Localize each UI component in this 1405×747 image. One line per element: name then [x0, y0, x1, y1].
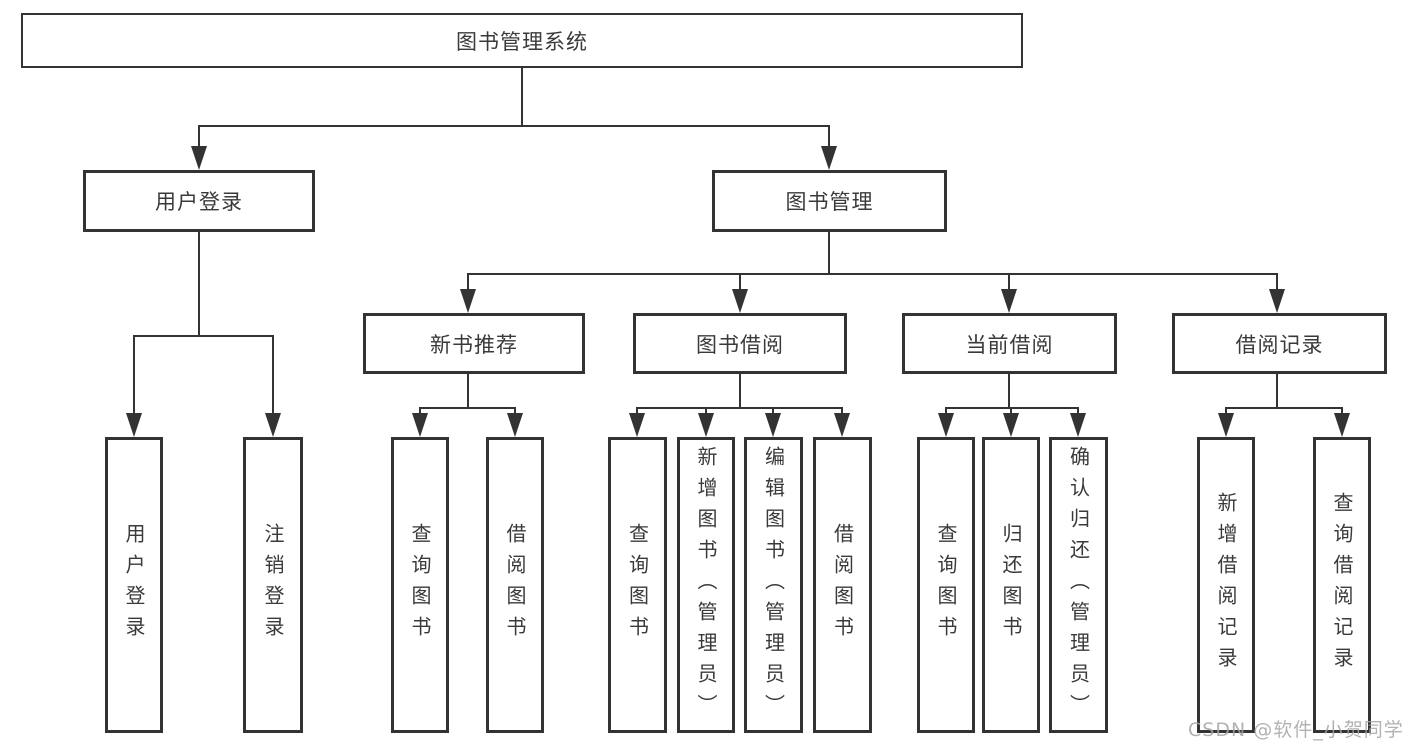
connector-line — [1010, 407, 1012, 415]
arrow-down-icon — [698, 413, 714, 437]
arrow-down-icon — [1003, 413, 1019, 437]
arrow-down-icon — [265, 413, 281, 437]
arrow-down-icon — [765, 413, 781, 437]
node-label: 查询图书 — [408, 523, 432, 647]
arrow-down-icon — [460, 289, 476, 313]
connector-line — [1225, 407, 1343, 409]
node-label: 编辑图书（管理员） — [761, 445, 786, 725]
connector-line — [1225, 407, 1227, 415]
connector-line — [705, 407, 707, 415]
csdn-watermark: CSDN @软件_小贺同学 — [1188, 719, 1404, 741]
node-label: 新书推荐 — [430, 332, 518, 357]
leaf-borrow-books: 借阅图书 — [813, 437, 872, 733]
node-label: 归还图书 — [999, 523, 1023, 647]
leaf-query-books-borrowing: 查询图书 — [608, 437, 667, 733]
node-label: 查询借阅记录 — [1330, 492, 1354, 678]
leaf-user-login: 用户登录 — [105, 437, 163, 733]
connector-line — [133, 335, 274, 337]
connector-line — [198, 232, 200, 335]
node-book-borrowing: 图书借阅 — [633, 313, 847, 374]
node-label: 新增图书（管理员） — [694, 445, 718, 725]
connector-line — [467, 273, 1278, 275]
leaf-logout: 注销登录 — [243, 437, 303, 733]
arrow-down-icon — [821, 146, 837, 170]
node-label: 借阅图书 — [830, 523, 855, 647]
node-label: 图书管理系统 — [456, 29, 588, 54]
connector-line — [133, 335, 135, 415]
node-library-management-system: 图书管理系统 — [21, 13, 1023, 68]
connector-line — [1008, 273, 1010, 291]
connector-line — [1276, 273, 1278, 291]
connector-line — [1077, 407, 1079, 415]
node-label: 图书管理 — [785, 190, 874, 214]
node-label: 新增借阅记录 — [1214, 492, 1238, 678]
node-label: 图书借阅 — [696, 332, 784, 357]
node-borrowing-records: 借阅记录 — [1172, 313, 1387, 374]
node-label: 借阅图书 — [503, 523, 527, 647]
node-label: 借阅记录 — [1235, 332, 1324, 357]
connector-line — [272, 335, 274, 415]
arrow-down-icon — [629, 413, 645, 437]
connector-line — [1008, 374, 1010, 407]
connector-line — [636, 407, 842, 409]
node-label: 查询图书 — [934, 523, 958, 647]
leaf-confirm-return-admin: 确认归还（管理员） — [1049, 437, 1108, 733]
connector-line — [739, 374, 741, 407]
connector-line — [514, 407, 516, 415]
node-user-login: 用户登录 — [83, 170, 315, 232]
connector-line — [945, 407, 947, 415]
node-label: 确认归还（管理员） — [1066, 445, 1091, 725]
connector-line — [419, 407, 516, 409]
leaf-query-books-recommend: 查询图书 — [391, 437, 449, 733]
leaf-add-borrow-record: 新增借阅记录 — [1197, 437, 1255, 733]
connector-line — [828, 232, 830, 273]
connector-line — [521, 68, 523, 126]
arrow-down-icon — [1218, 413, 1234, 437]
arrow-down-icon — [507, 413, 523, 437]
arrow-down-icon — [834, 413, 850, 437]
arrow-down-icon — [126, 413, 142, 437]
connector-line — [198, 125, 200, 148]
arrow-down-icon — [412, 413, 428, 437]
leaf-query-books-current: 查询图书 — [917, 437, 975, 733]
arrow-down-icon — [1334, 413, 1350, 437]
connector-line — [467, 374, 469, 407]
node-current-borrowing: 当前借阅 — [902, 313, 1117, 374]
connector-line — [739, 273, 741, 291]
connector-line — [1341, 407, 1343, 415]
connector-line — [636, 407, 638, 415]
connector-line — [841, 407, 843, 415]
node-book-management: 图书管理 — [712, 170, 947, 232]
leaf-query-borrow-record: 查询借阅记录 — [1313, 437, 1371, 733]
node-new-book-recommendation: 新书推荐 — [363, 313, 585, 374]
leaf-return-book: 归还图书 — [982, 437, 1040, 733]
connector-line — [1276, 374, 1278, 407]
arrow-down-icon — [1269, 289, 1285, 313]
node-label: 用户登录 — [122, 523, 146, 647]
connector-line — [828, 125, 830, 148]
node-label: 注销登录 — [261, 523, 285, 647]
arrow-down-icon — [1070, 413, 1086, 437]
connector-line — [467, 273, 469, 291]
node-label: 查询图书 — [625, 523, 650, 647]
node-label: 当前借阅 — [965, 332, 1054, 357]
arrow-down-icon — [191, 146, 207, 170]
connector-line — [198, 125, 830, 127]
arrow-down-icon — [938, 413, 954, 437]
arrow-down-icon — [732, 289, 748, 313]
leaf-add-book-admin: 新增图书（管理员） — [677, 437, 735, 733]
leaf-edit-book-admin: 编辑图书（管理员） — [744, 437, 803, 733]
arrow-down-icon — [1001, 289, 1017, 313]
connector-line — [772, 407, 774, 415]
connector-line — [419, 407, 421, 415]
leaf-borrow-books-recommend: 借阅图书 — [486, 437, 544, 733]
node-label: 用户登录 — [155, 190, 243, 214]
